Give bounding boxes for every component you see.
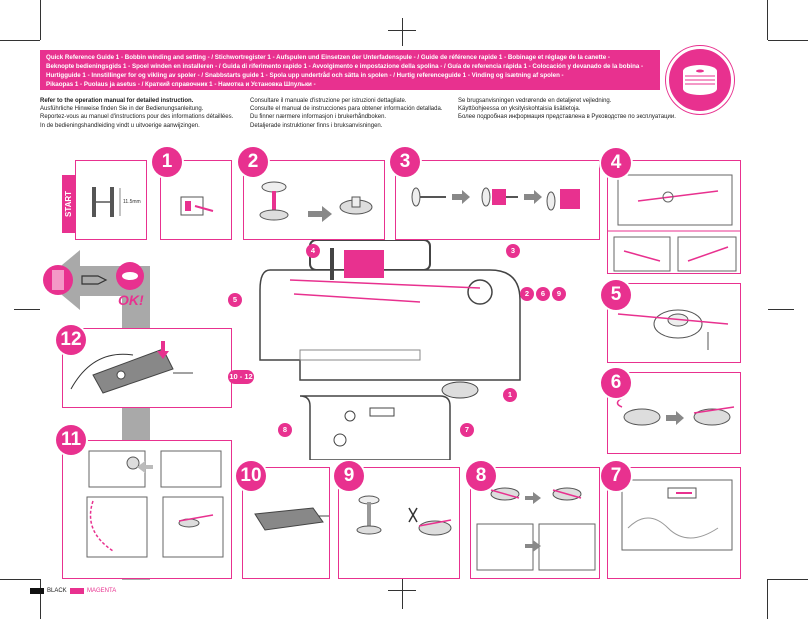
power-switch-icon xyxy=(180,196,214,216)
crop-mark-ml-h xyxy=(14,309,40,310)
footer-magenta: MAGENTA xyxy=(70,588,116,594)
step-4-panel xyxy=(607,160,741,274)
bobbin-logo-icon xyxy=(666,46,734,114)
step-8-badge: 8 xyxy=(466,461,496,491)
step-2-badge: 2 xyxy=(238,147,268,177)
bobbin-onto-spindle-icon xyxy=(259,181,373,222)
crop-mark-bl-h xyxy=(0,579,40,580)
start-panel: 11.5mm xyxy=(75,160,147,240)
step-12-badge: 12 xyxy=(56,325,86,355)
notes-column-1: Refer to the operation manual for detail… xyxy=(40,97,233,130)
note-line: Более подробная информация представлена … xyxy=(458,114,676,121)
note-line: Detaljerade instruktioner finns i bruksa… xyxy=(250,122,383,129)
insert-bobbin-icon xyxy=(86,450,224,558)
callout-2: 2 xyxy=(520,287,534,301)
spool-pin-insertion-icon xyxy=(411,187,580,211)
title-line-3: Hurtigguide 1 - Innstillinger for og vik… xyxy=(46,72,564,79)
remove-bobbin-icon xyxy=(356,495,452,536)
slide-cover-icon xyxy=(70,341,193,394)
step-3-badge: 3 xyxy=(390,147,420,177)
crop-mark-br-v xyxy=(767,579,768,619)
step-7-panel xyxy=(607,467,741,579)
step-7-badge: 7 xyxy=(601,461,631,491)
winder-lever-icon xyxy=(621,479,733,551)
callout-10-12: 10 - 12 xyxy=(228,370,254,384)
thread-guide-routing-icon xyxy=(608,174,740,272)
crop-mark-tl-v xyxy=(40,0,41,40)
bobbin-dimension-icon xyxy=(92,187,121,217)
crop-mark-tl-h xyxy=(0,40,40,41)
winding-thread-icon xyxy=(617,309,729,350)
title-line-4: Pikaopas 1 - Puolaus ja asetus - / Кратк… xyxy=(46,81,316,88)
step-3-panel xyxy=(395,160,600,240)
start-winding-icon xyxy=(476,487,596,571)
crop-mark-tr-h xyxy=(768,40,808,41)
callout-8: 8 xyxy=(278,423,292,437)
note-line: Käyttöohjeessa on yksityiskohtaisia lisä… xyxy=(458,106,581,113)
title-banner: Quick Reference Guide 1 - Bobbin winding… xyxy=(40,50,660,90)
step-10-badge: 10 xyxy=(236,461,266,491)
notes-column-3: Se brugsanvisningen vedrørende en detalj… xyxy=(458,97,676,122)
sewing-machine-illustration xyxy=(259,240,521,460)
dimension-label: 11.5mm xyxy=(123,199,141,205)
note-line: Reportez-vous au manuel d'instructions p… xyxy=(40,114,234,121)
step-11-badge: 11 xyxy=(56,425,86,455)
step-1-badge: 1 xyxy=(152,147,182,177)
pointing-hand-icon xyxy=(81,275,108,285)
black-swatch xyxy=(30,588,44,594)
note-line: Consultare il manuale d'istruzione per i… xyxy=(250,98,407,104)
step-6-badge: 6 xyxy=(601,368,631,398)
note-line: Refer to the operation manual for detail… xyxy=(40,98,194,104)
crop-mark-br-h xyxy=(768,579,808,580)
magenta-swatch xyxy=(70,588,84,594)
step-5-badge: 5 xyxy=(601,280,631,310)
note-line: Consulte el manual de instrucciones para… xyxy=(250,106,443,113)
black-label: BLACK xyxy=(47,588,67,594)
note-line: Du finner nærmere informasjon i brukerhå… xyxy=(250,114,387,121)
crop-mark-tc-v xyxy=(402,18,403,46)
callout-5: 5 xyxy=(228,293,242,307)
step-9-badge: 9 xyxy=(334,461,364,491)
callout-6: 6 xyxy=(536,287,550,301)
title-line-2: Beknopte bedieningsgids 1 - Spoel winden… xyxy=(46,63,644,70)
start-label: START xyxy=(62,175,76,233)
notes-column-2: Consultare il manuale d'istruzione per i… xyxy=(250,97,442,130)
crop-mark-mr-h xyxy=(768,309,794,310)
callout-4: 4 xyxy=(306,244,320,258)
note-line: Ausführliche Hinweise finden Sie in der … xyxy=(40,106,204,113)
title-line-1: Quick Reference Guide 1 - Bobbin winding… xyxy=(46,54,610,61)
callout-1: 1 xyxy=(503,388,517,402)
thread-spool-icon xyxy=(43,265,73,295)
step-12-panel xyxy=(62,328,232,408)
bobbin-ok-icon xyxy=(116,262,144,290)
bobbin-trim-icon xyxy=(616,396,735,426)
magenta-label: MAGENTA xyxy=(87,588,117,594)
bobbin-cover-icon xyxy=(254,507,329,531)
step-2-panel xyxy=(243,160,385,240)
callout-9: 9 xyxy=(552,287,566,301)
crop-mark-bl-v xyxy=(40,579,41,619)
note-line: Se brugsanvisningen vedrørende en detalj… xyxy=(458,98,612,104)
step-4-badge: 4 xyxy=(601,148,631,178)
ok-label: OK! xyxy=(118,292,144,308)
note-line: In de bedieningshandleiding vindt u uitv… xyxy=(40,122,200,129)
callout-7: 7 xyxy=(460,423,474,437)
footer-black: BLACK xyxy=(30,588,67,594)
step-11-panel xyxy=(62,440,232,579)
callout-3: 3 xyxy=(506,244,520,258)
crop-mark-bc-h xyxy=(388,590,416,591)
crop-mark-tr-v xyxy=(767,0,768,40)
crop-mark-bc-v xyxy=(402,579,403,609)
crop-mark-tc-h xyxy=(388,30,416,31)
